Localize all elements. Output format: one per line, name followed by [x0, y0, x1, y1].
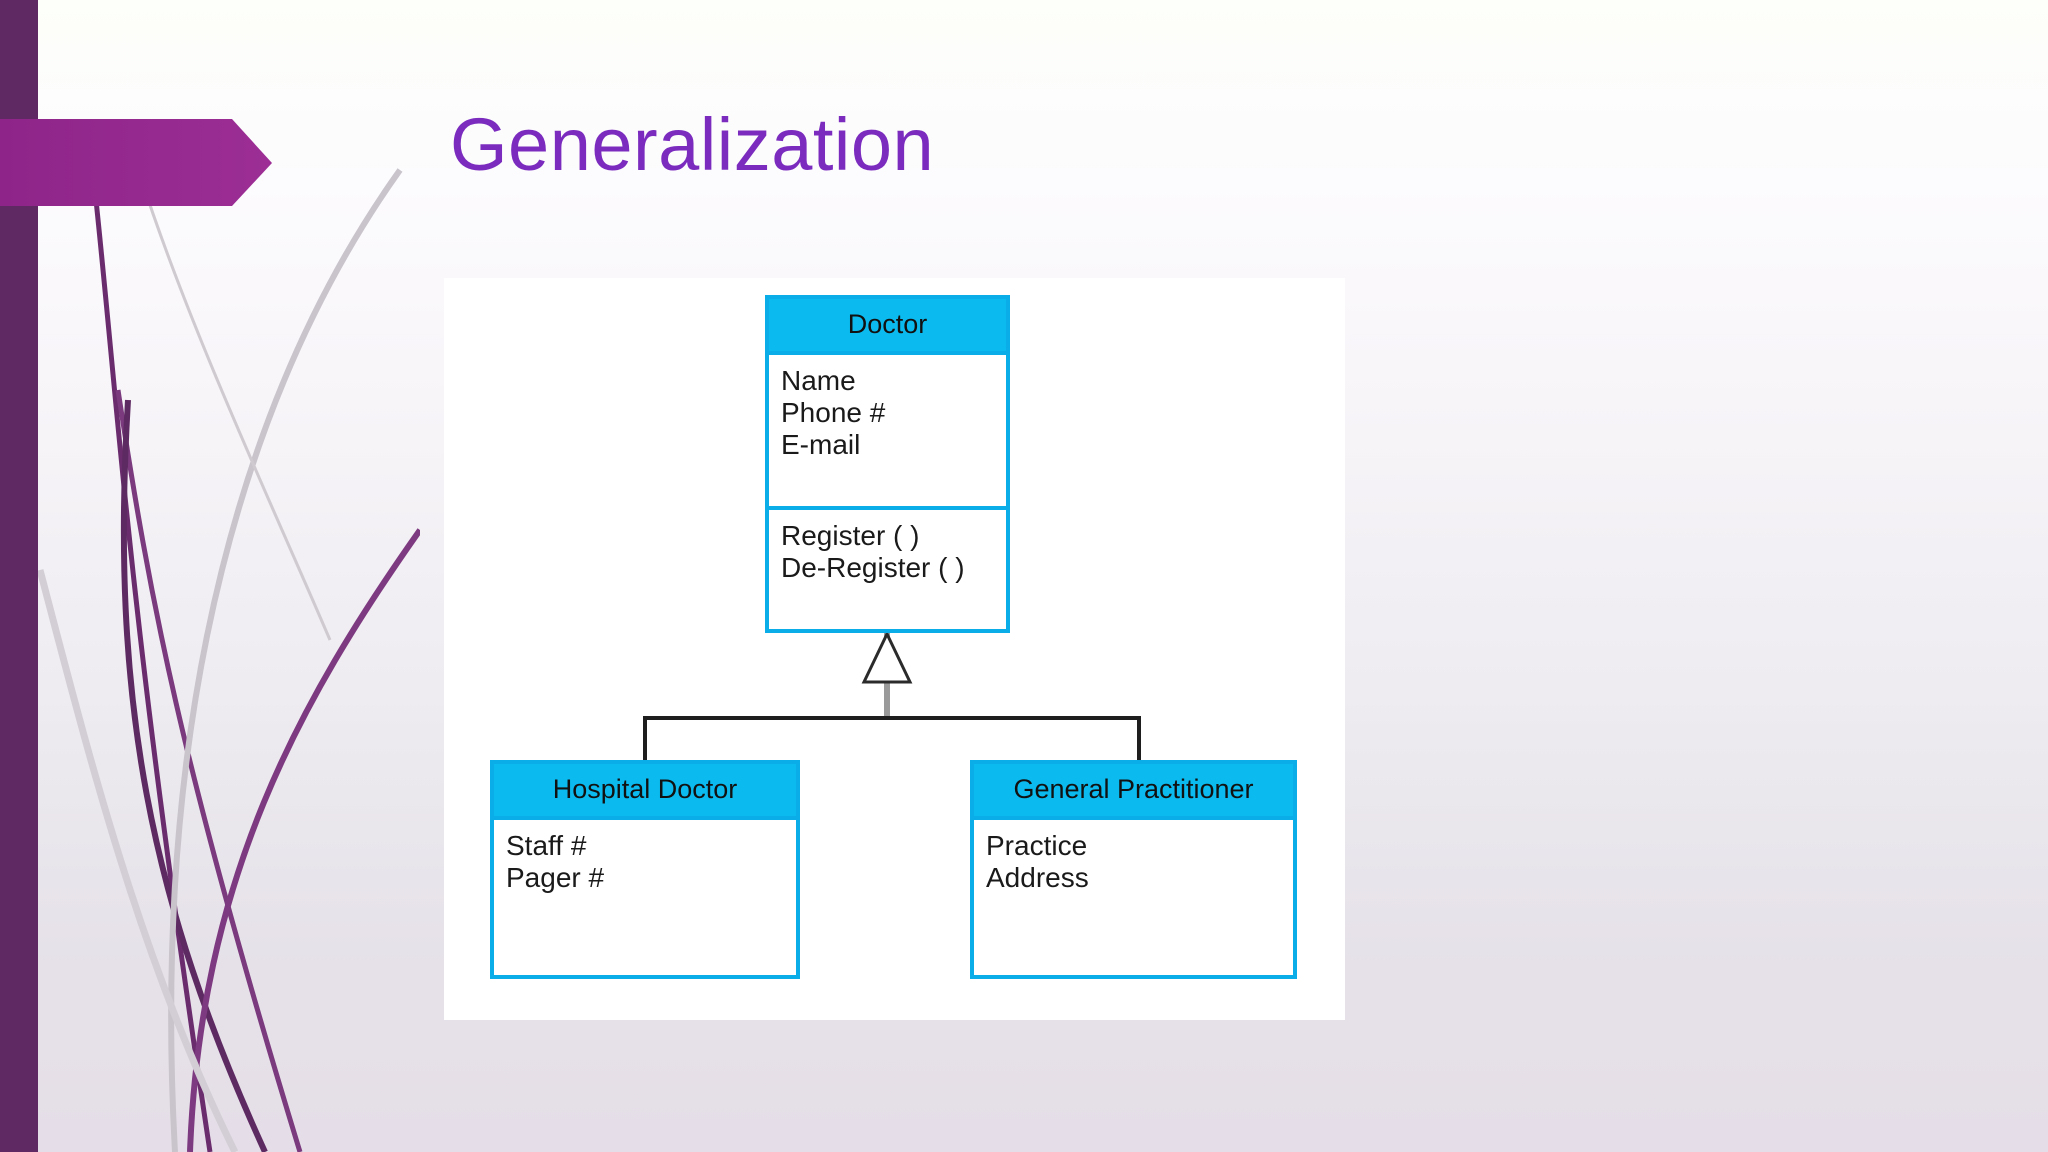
uml-class-general-practitioner[interactable]: General Practitioner Practice Address — [970, 760, 1297, 979]
page-title: Generalization — [450, 103, 935, 186]
uml-attribute: Name — [781, 365, 856, 396]
uml-attribute: E-mail — [781, 428, 861, 460]
uml-attributes-doctor: Name Phone # E-mail — [769, 351, 1006, 506]
uml-class-name-doctor: Doctor — [769, 299, 1006, 351]
diagram-panel: Doctor Name Phone # E-mail Register ( ) … — [444, 278, 1345, 1020]
uml-attribute: Phone # — [781, 396, 886, 428]
uml-operation: Register ( ) — [781, 520, 920, 551]
uml-attribute: Staff # — [506, 830, 587, 861]
banner-arrow-shape — [0, 119, 272, 206]
uml-attribute: Practice — [986, 830, 1088, 861]
uml-operations-doctor: Register ( ) De-Register ( ) — [769, 506, 1006, 633]
uml-attribute: Pager # — [506, 861, 605, 893]
uml-class-doctor[interactable]: Doctor Name Phone # E-mail Register ( ) … — [765, 295, 1010, 633]
uml-operation: De-Register ( ) — [781, 551, 965, 583]
uml-attributes-hospital-doctor: Staff # Pager # — [494, 816, 796, 976]
uml-class-name-general-practitioner: General Practitioner — [974, 764, 1293, 816]
uml-attribute: Address — [986, 861, 1089, 893]
uml-class-name-hospital-doctor: Hospital Doctor — [494, 764, 796, 816]
uml-attributes-general-practitioner: Practice Address — [974, 816, 1293, 976]
uml-class-hospital-doctor[interactable]: Hospital Doctor Staff # Pager # — [490, 760, 800, 979]
